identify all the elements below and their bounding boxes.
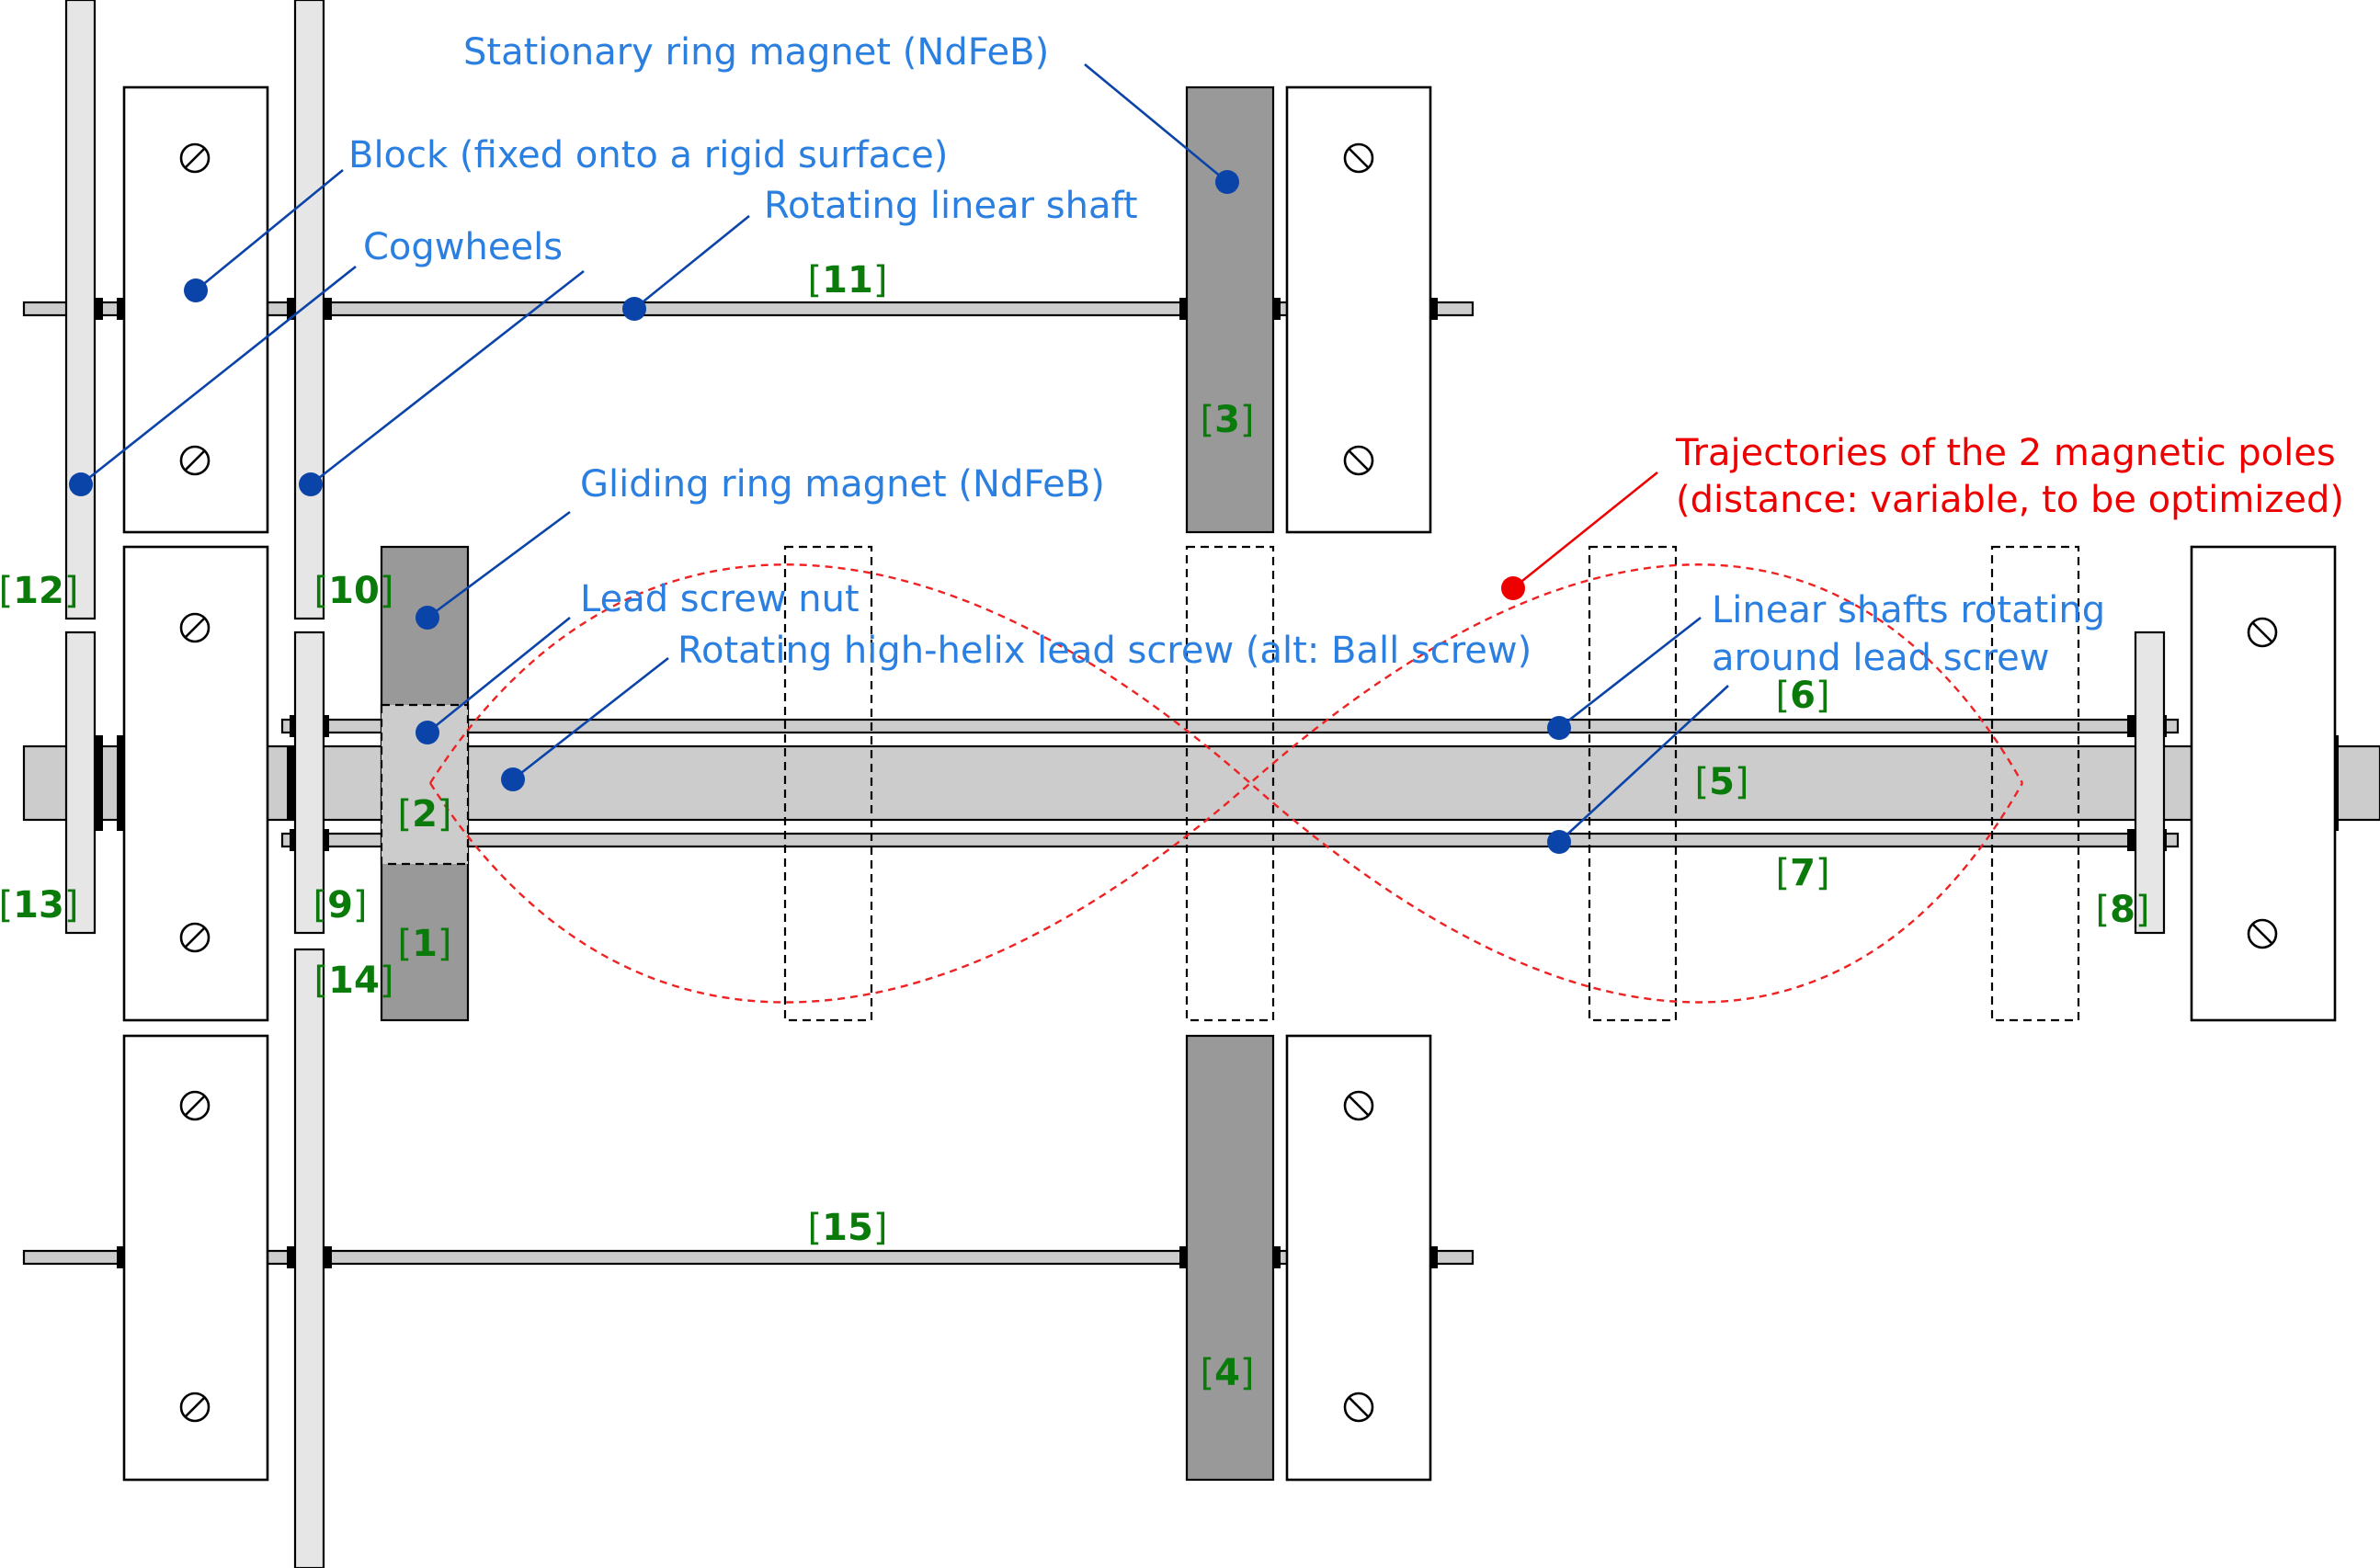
part-number-11: [11] [808, 259, 888, 301]
shaft-collar [324, 1246, 332, 1268]
shaft-collar [290, 829, 297, 851]
callout-lead-screw-nut: Lead screw nut [416, 578, 860, 744]
slotted-screw-icon [179, 612, 211, 643]
part-number-12: [12] [0, 570, 78, 612]
shaft-collar [1179, 298, 1188, 320]
callout-stationary-magnet-label: Stationary ring magnet (NdFeB) [463, 31, 1049, 74]
shaft-collar [1272, 1246, 1281, 1268]
slotted-screw-icon [1343, 142, 1374, 174]
callout-linear-shafts-label-2: around lead screw [1712, 637, 2049, 679]
shaft-collar [287, 1246, 295, 1268]
callout-cogwheels: Cogwheels [69, 226, 585, 496]
block-screws [179, 142, 2278, 1423]
part-number-13: [13] [0, 884, 78, 926]
callout-block: Block (fixed onto a rigid surface) [184, 134, 948, 302]
callout-linear-shafts: Linear shafts rotating around lead screw [1547, 589, 2105, 854]
shaft-collar [322, 715, 329, 737]
shaft-collar [95, 735, 103, 831]
callout-gliding-magnet: Gliding ring magnet (NdFeB) [416, 463, 1105, 630]
shaft-collar [290, 715, 297, 737]
part-number-8: [8] [2095, 889, 2149, 931]
slotted-screw-icon [1343, 1392, 1374, 1423]
part-number-7: [7] [1775, 852, 1829, 894]
lead-screw [22, 744, 2380, 822]
callout-lead-screw: Rotating high-helix lead screw (alt: Bal… [501, 630, 1532, 791]
callout-linear-shafts-label-1: Linear shafts rotating [1712, 589, 2105, 631]
stationary-ring-magnet-bottom [1185, 1034, 1275, 1482]
bottom-shaft-assembly [22, 948, 1475, 1568]
slotted-screw-icon [2247, 617, 2278, 648]
slotted-screw-icon [179, 922, 211, 953]
stationary-ring-magnet-top [1185, 85, 1275, 534]
part-number-2: [2] [397, 793, 451, 835]
shaft-collar [322, 829, 329, 851]
callout-cogwheels-label: Cogwheels [363, 226, 563, 268]
ghost-magnet-position [1990, 545, 2080, 1022]
slotted-screw-icon [179, 142, 211, 174]
part-number-9: [9] [313, 884, 367, 926]
shaft-collar [117, 1246, 125, 1268]
callout-rotating-shaft-label: Rotating linear shaft [764, 185, 1138, 227]
callout-lead-screw-nut-label: Lead screw nut [580, 578, 860, 620]
shaft-collar [1429, 1246, 1438, 1268]
part-number-14: [14] [314, 960, 394, 1002]
cogwheel-13 [64, 631, 97, 935]
part-number-3: [3] [1200, 399, 1254, 441]
slotted-screw-icon [179, 1392, 211, 1423]
part-number-5: [5] [1694, 761, 1748, 803]
rotating-linear-shaft-top [22, 301, 1475, 317]
lead-screw-assembly [22, 545, 2380, 1022]
slotted-screw-icon [179, 1090, 211, 1121]
top-shaft-assembly [22, 0, 1475, 620]
shaft-collar [95, 298, 103, 320]
callout-trajectories-label-2: (distance: variable, to be optimized) [1676, 479, 2344, 521]
part-number-15: [15] [808, 1207, 888, 1249]
cogwheel-8 [2134, 631, 2166, 935]
callout-trajectories-label-1: Trajectories of the 2 magnetic poles [1675, 432, 2336, 474]
shaft-collar [117, 298, 125, 320]
callout-rotating-shaft: Rotating linear shaft [622, 185, 1138, 321]
pole-trajectory [428, 563, 2024, 1004]
linear-shaft-7 [280, 832, 2180, 848]
shaft-collar [117, 735, 125, 831]
slotted-screw-icon [1343, 445, 1374, 476]
shaft-collar [1179, 1246, 1188, 1268]
part-number-1: [1] [397, 923, 451, 965]
ghost-magnet-position [783, 545, 873, 1022]
callout-trajectories: Trajectories of the 2 magnetic poles (di… [1501, 432, 2344, 600]
shaft-collar [287, 746, 295, 820]
linear-shaft-6 [280, 718, 2180, 734]
pole-trajectory [428, 563, 2024, 1004]
ghost-magnet-position [1185, 545, 1275, 1022]
rotating-linear-shaft-bottom [22, 1249, 1475, 1266]
slotted-screw-icon [1343, 1090, 1374, 1121]
slotted-screw-icon [2247, 918, 2278, 949]
shaft-collar [1429, 298, 1438, 320]
ghost-magnet-position [1588, 545, 1678, 1022]
shaft-collar [2127, 829, 2135, 851]
callouts: Stationary ring magnet (NdFeB) Block (fi… [69, 31, 2344, 854]
cogwheel-12 [64, 0, 97, 620]
callout-lead-screw-label: Rotating high-helix lead screw (alt: Bal… [678, 630, 1532, 672]
shaft-collar [2127, 715, 2135, 737]
part-number-10: [10] [314, 570, 394, 612]
callout-block-label: Block (fixed onto a rigid surface) [348, 134, 948, 176]
shaft-collar [287, 298, 295, 320]
cogwheel-10 [293, 0, 325, 620]
cogwheel-9 [293, 631, 325, 935]
part-number-6: [6] [1775, 675, 1829, 717]
callout-gliding-magnet-label: Gliding ring magnet (NdFeB) [580, 463, 1105, 506]
callout-stationary-magnet: Stationary ring magnet (NdFeB) [463, 31, 1239, 194]
shaft-collar [324, 298, 332, 320]
slotted-screw-icon [179, 445, 211, 476]
cogwheel-14 [293, 948, 325, 1568]
part-numbers: [3] [4] [11] [15] [12] [10] [2] [13] [9]… [0, 259, 2150, 1394]
part-number-4: [4] [1200, 1352, 1254, 1394]
shaft-collar [1272, 298, 1281, 320]
